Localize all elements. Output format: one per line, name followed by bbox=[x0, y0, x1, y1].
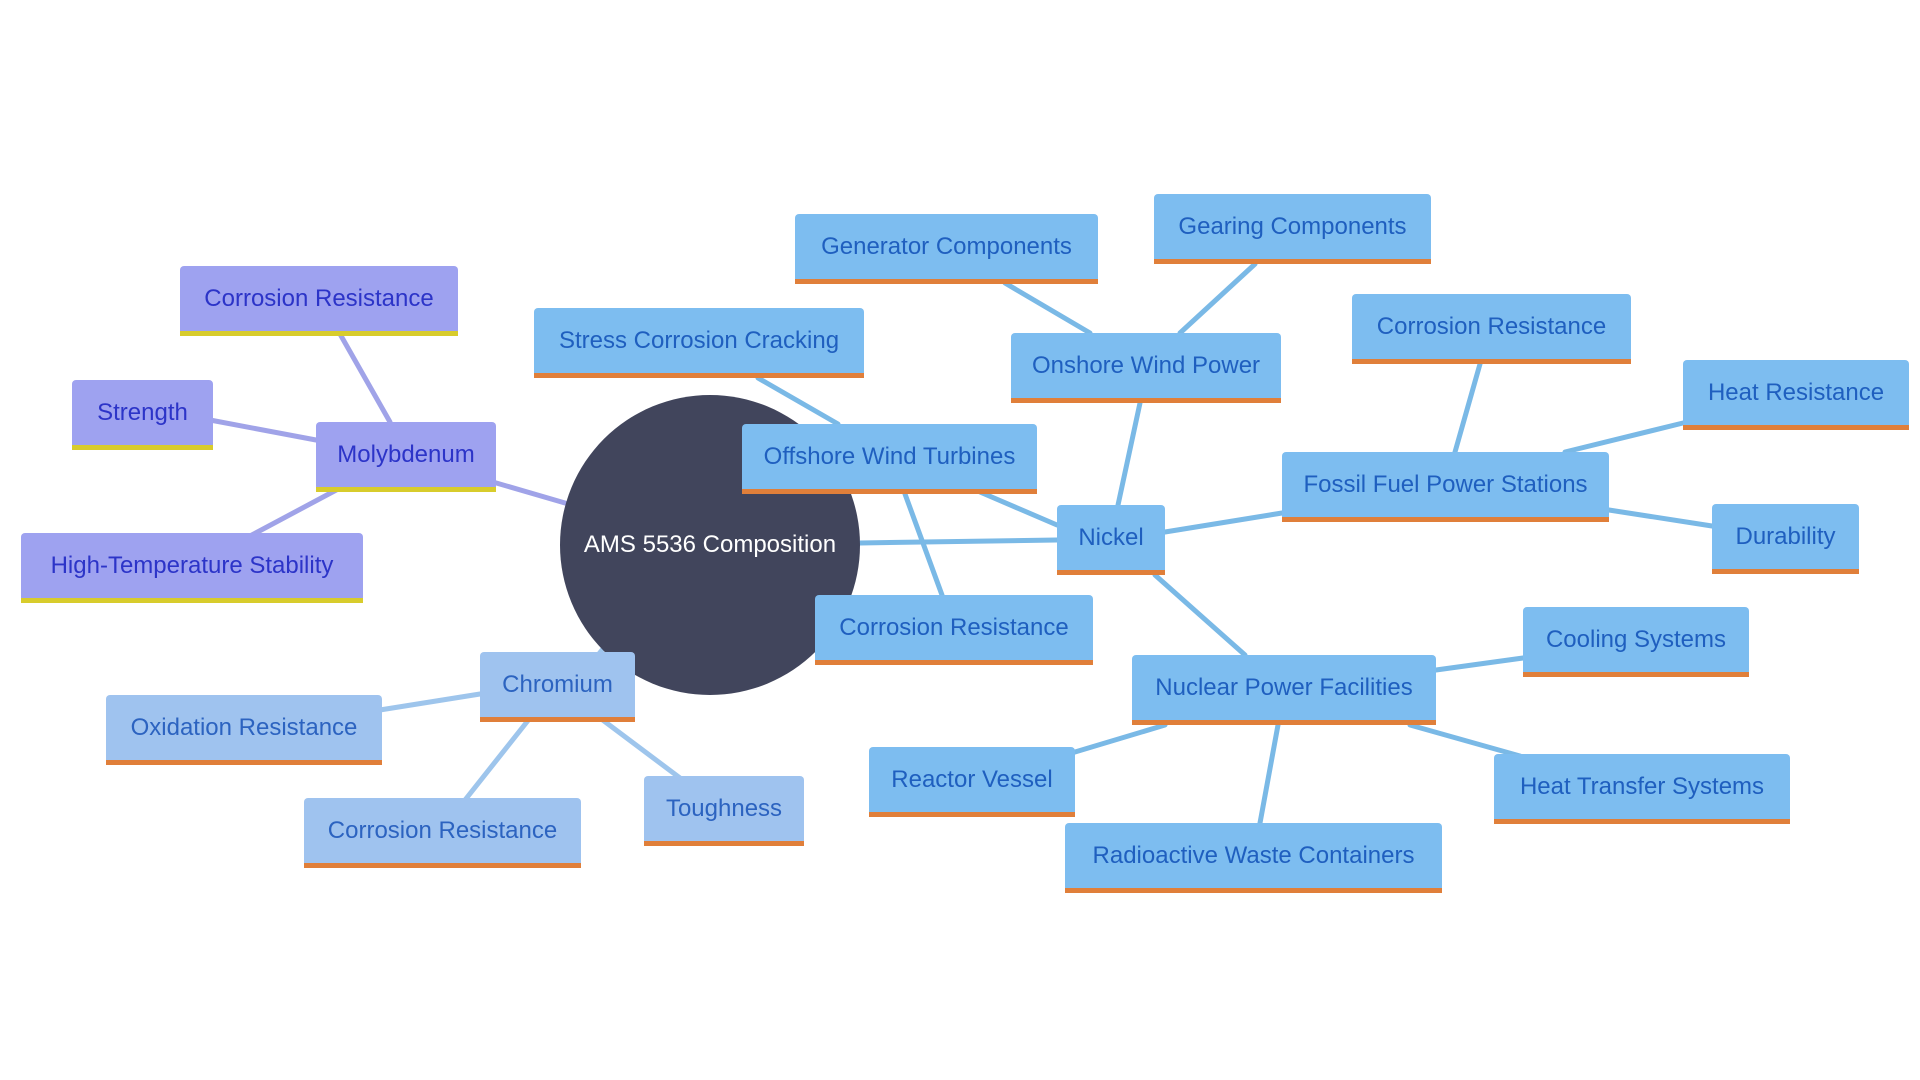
node-fossil-fuel-power-stations: Fossil Fuel Power Stations bbox=[1282, 452, 1609, 522]
node-label: Oxidation Resistance bbox=[130, 713, 358, 741]
branch-node-nickel: Nickel bbox=[1057, 505, 1165, 575]
node-label: Chromium bbox=[502, 670, 613, 698]
leaf-node-oxidation-resistance: Oxidation Resistance bbox=[106, 695, 382, 765]
leaf-node-gearing-components: Gearing Components bbox=[1154, 194, 1431, 264]
leaf-node-corrosion-resistance: Corrosion Resistance bbox=[1352, 294, 1631, 364]
node-label: Generator Components bbox=[821, 232, 1072, 260]
node-label: Heat Resistance bbox=[1707, 378, 1885, 406]
node-label: Molybdenum bbox=[337, 440, 475, 468]
node-label: Corrosion Resistance bbox=[1376, 312, 1607, 340]
link-nuclear-waste bbox=[1257, 722, 1281, 826]
node-label: Strength bbox=[97, 398, 188, 426]
leaf-node-corrosion-resistance: Corrosion Resistance bbox=[304, 798, 581, 868]
leaf-node-heat-resistance: Heat Resistance bbox=[1683, 360, 1909, 430]
node-label: Corrosion Resistance bbox=[327, 816, 558, 844]
node-label: Gearing Components bbox=[1178, 212, 1407, 240]
node-label: Cooling Systems bbox=[1545, 625, 1727, 653]
link-chromium-oxidation bbox=[377, 691, 483, 713]
link-nickel-onshore bbox=[1115, 400, 1143, 508]
node-label: Offshore Wind Turbines bbox=[763, 442, 1016, 470]
node-label: Fossil Fuel Power Stations bbox=[1303, 470, 1588, 498]
link-fossil-heat bbox=[1562, 420, 1686, 455]
link-chromium-toughness bbox=[597, 715, 683, 781]
link-molybdenum-corrosion bbox=[337, 331, 393, 425]
link-offshore-corrosion bbox=[902, 491, 945, 598]
node-label: Stress Corrosion Cracking bbox=[558, 326, 840, 354]
link-chromium-corrosion bbox=[462, 715, 533, 803]
link-nuclear-heattransfer bbox=[1407, 722, 1523, 759]
leaf-node-corrosion-resistance: Corrosion Resistance bbox=[180, 266, 458, 336]
link-molybdenum-strength bbox=[207, 417, 319, 443]
node-label: Radioactive Waste Containers bbox=[1092, 841, 1415, 869]
node-label: High-Temperature Stability bbox=[50, 551, 334, 579]
leaf-node-cooling-systems: Cooling Systems bbox=[1523, 607, 1749, 677]
leaf-node-durability: Durability bbox=[1712, 504, 1859, 574]
node-label: Durability bbox=[1735, 522, 1836, 550]
link-nuclear-cooling bbox=[1433, 655, 1526, 673]
link-fossil-durability bbox=[1606, 507, 1715, 529]
leaf-node-corrosion-resistance: Corrosion Resistance bbox=[815, 595, 1093, 665]
link-molybdenum-hightemp bbox=[247, 485, 343, 539]
node-nuclear-power-facilities: Nuclear Power Facilities bbox=[1132, 655, 1436, 725]
branch-node-molybdenum: Molybdenum bbox=[316, 422, 496, 492]
leaf-node-high-temperature-stability: High-Temperature Stability bbox=[21, 533, 363, 603]
root-label: AMS 5536 Composition bbox=[583, 531, 837, 558]
leaf-node-heat-transfer-systems: Heat Transfer Systems bbox=[1494, 754, 1790, 824]
link-root-molybdenum bbox=[483, 477, 568, 506]
node-label: Nuclear Power Facilities bbox=[1155, 673, 1413, 701]
link-nuclear-reactor bbox=[1072, 722, 1168, 755]
leaf-node-toughness: Toughness bbox=[644, 776, 804, 846]
link-onshore-generator bbox=[1002, 280, 1093, 336]
node-label: Reactor Vessel bbox=[891, 765, 1053, 793]
leaf-node-generator-components: Generator Components bbox=[795, 214, 1098, 284]
node-label: Onshore Wind Power bbox=[1031, 351, 1261, 379]
node-label: Nickel bbox=[1078, 523, 1144, 551]
node-label: Corrosion Resistance bbox=[839, 613, 1069, 641]
branch-node-chromium: Chromium bbox=[480, 652, 635, 722]
node-offshore-wind-turbines: Offshore Wind Turbines bbox=[742, 424, 1037, 494]
link-root-nickel bbox=[857, 537, 1060, 546]
leaf-node-reactor-vessel: Reactor Vessel bbox=[869, 747, 1075, 817]
link-nickel-nuclear bbox=[1152, 572, 1248, 658]
link-nickel-offshore bbox=[977, 489, 1060, 528]
link-offshore-stress bbox=[755, 375, 841, 427]
leaf-node-strength: Strength bbox=[72, 380, 213, 450]
node-onshore-wind-power: Onshore Wind Power bbox=[1011, 333, 1281, 403]
node-label: Corrosion Resistance bbox=[204, 284, 434, 312]
node-label: Heat Transfer Systems bbox=[1519, 772, 1765, 800]
link-nickel-fossil bbox=[1162, 510, 1285, 535]
node-label: Toughness bbox=[665, 794, 783, 822]
leaf-node-stress-corrosion-cracking: Stress Corrosion Cracking bbox=[534, 308, 864, 378]
leaf-node-radioactive-waste-containers: Radioactive Waste Containers bbox=[1065, 823, 1442, 893]
link-onshore-gearing bbox=[1177, 261, 1258, 336]
link-fossil-corrosion bbox=[1452, 361, 1483, 455]
